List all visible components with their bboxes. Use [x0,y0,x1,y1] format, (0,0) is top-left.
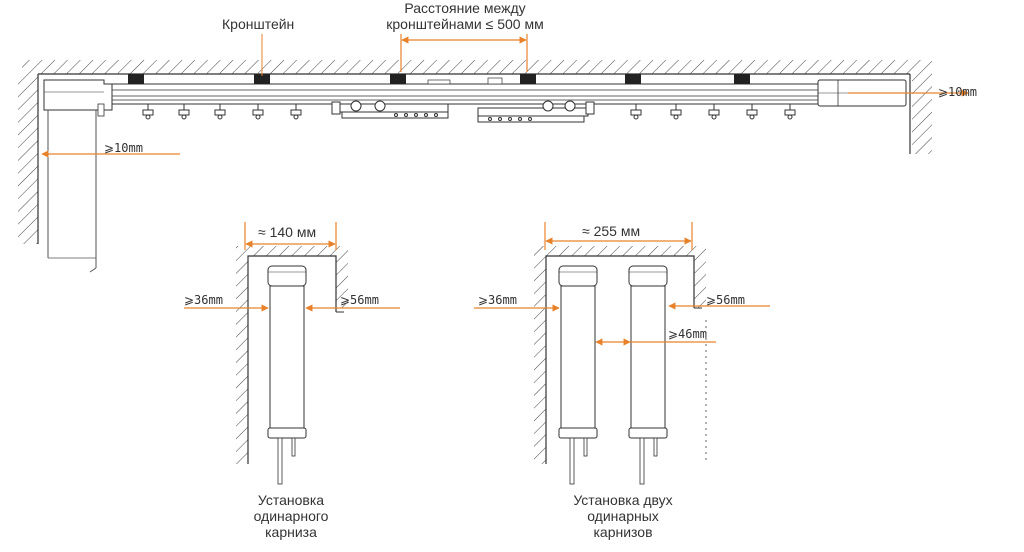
double-caption-line3: карнизов [593,524,653,540]
double-left-gap-label: ⩾36mm [478,293,517,307]
left-wall [18,74,39,244]
double-width-dimension [544,222,693,250]
master-carrier-left [331,100,449,119]
double-caption-line1: Установка двух [573,492,673,508]
bracket-label: Кронштейн [222,16,295,32]
bracket-spacing-dimension [400,34,528,72]
bracket [390,74,406,84]
single-width-dimension [244,222,337,250]
ceiling [22,60,932,75]
bracket-spacing-label-line2: кронштейнами ≤ 500 мм [386,16,544,32]
double-between-gap-label: ⩾46mm [668,327,707,341]
single-caption-line3: карниза [265,524,317,540]
right-wall [909,74,932,154]
double-caption-line2: одинарных [587,508,659,524]
double-rail-section [534,246,707,485]
left-end-cap [43,79,113,273]
single-caption-line2: одинарного [253,508,329,524]
runners [142,104,796,120]
single-caption-line1: Установка [257,492,325,508]
double-right-gap-label: ⩾56mm [706,293,745,307]
double-width-label: ≈ 255 мм [582,223,641,239]
left-gap-label: ⩾10mm [104,141,143,155]
bracket [520,74,536,84]
curtain-rail [111,83,821,105]
right-gap-label: ⩾10mm [938,85,977,99]
master-carrier-right [477,100,595,123]
single-right-gap-label: ⩾56mm [340,293,379,307]
single-rail-section [236,246,348,485]
single-left-gap-label: ⩾36mm [184,293,223,307]
bracket [625,74,641,84]
bracket [254,74,270,84]
bracket-spacing-label-line1: Расстояние между [404,0,526,16]
single-width-label: ≈ 140 мм [258,224,317,240]
brackets [128,74,750,85]
bracket [128,74,144,84]
bracket [734,74,750,84]
